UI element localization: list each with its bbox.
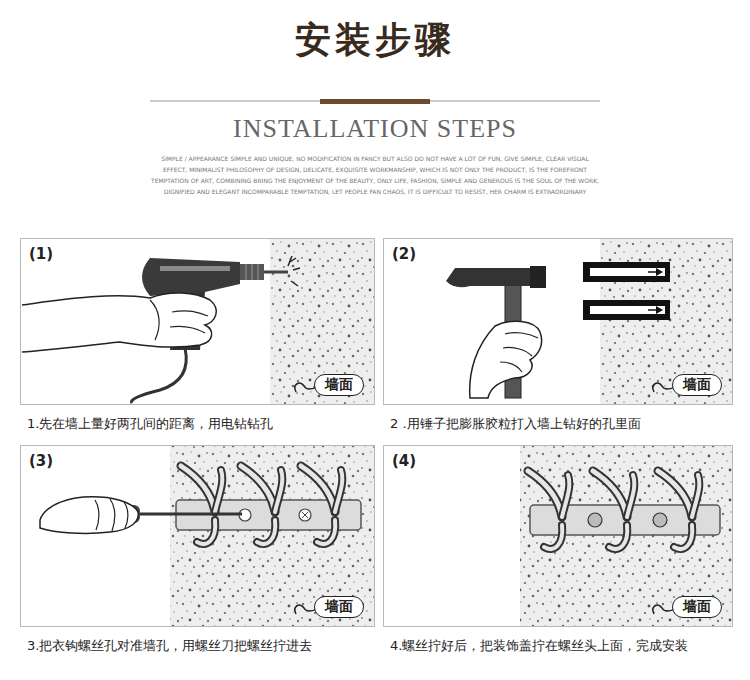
illustration-part xyxy=(246,264,247,280)
wall-label: 墙面 xyxy=(314,596,364,618)
wall-texture xyxy=(270,239,374,404)
illustration-part xyxy=(170,326,205,333)
subtitle: INSTALLATION STEPS xyxy=(0,114,750,144)
illustration-part xyxy=(252,264,253,280)
drill-illustration xyxy=(22,256,300,403)
illustration-part xyxy=(505,333,538,338)
illustration-part xyxy=(653,513,667,527)
hammer-illustration xyxy=(446,266,546,398)
illustration-part xyxy=(590,306,665,314)
illustration-part xyxy=(299,509,311,521)
wall-label: 墙面 xyxy=(672,596,722,618)
step-caption: 4.螺丝拧好后，把装饰盖拧在螺丝头上面，完成安装 xyxy=(390,637,688,655)
anchor-plug xyxy=(583,262,670,320)
coat-rack xyxy=(176,466,361,544)
step-panel: (1)墙面1.先在墙上量好两孔间的距离，用电钻钻孔 xyxy=(20,238,375,405)
illustration-part xyxy=(172,311,208,316)
illustration-part xyxy=(301,466,342,544)
illustration-part xyxy=(590,268,665,276)
illustration-part xyxy=(530,266,546,288)
wall-texture xyxy=(170,446,374,626)
illustration-part xyxy=(110,499,115,531)
illustration-part xyxy=(124,502,128,528)
blurb-text: SIMPLE / APPEARANCE SIMPLE AND UNIQUE, N… xyxy=(150,153,600,197)
illustration-part xyxy=(503,347,532,356)
illustration-part xyxy=(656,268,663,276)
illustration-part xyxy=(95,500,99,530)
step-panel: (4)墙面4.螺丝拧好后，把装饰盖拧在螺丝头上面，完成安装 xyxy=(383,445,733,627)
illustration-part xyxy=(528,471,569,549)
illustration-part xyxy=(302,512,308,518)
illustration-part xyxy=(22,293,216,352)
illustration-part xyxy=(470,321,542,398)
illustration-part xyxy=(40,497,138,534)
illustration-part xyxy=(500,362,522,372)
step-caption: 3.把衣钩螺丝孔对准墙孔，用螺丝刀把螺丝拧进去 xyxy=(27,637,312,655)
step-caption: 1.先在墙上量好两孔间的距离，用电钻钻孔 xyxy=(27,415,273,433)
illustration-part xyxy=(240,264,264,280)
illustration-part xyxy=(588,513,602,527)
illustration-part xyxy=(241,466,282,544)
wall-texture xyxy=(520,446,732,626)
illustration-part xyxy=(258,264,259,280)
step-number: (2) xyxy=(392,245,416,263)
illustration-part xyxy=(288,256,300,286)
step-number: (1) xyxy=(29,245,53,263)
illustration-part xyxy=(132,348,187,403)
illustration-part xyxy=(160,266,230,271)
step-number: (4) xyxy=(392,452,416,470)
illustration-part xyxy=(142,258,240,296)
illustration-part xyxy=(181,466,222,544)
page-title: 安装步骤 xyxy=(0,16,750,65)
illustration-part xyxy=(138,513,242,516)
illustration-part xyxy=(150,300,159,340)
wall-label: 墙面 xyxy=(672,374,722,396)
illustration-part xyxy=(264,271,288,274)
illustration-part xyxy=(583,300,670,320)
step-number: (3) xyxy=(29,452,53,470)
step-panel: (3)墙面3.把衣钩螺丝孔对准墙孔，用螺丝刀把螺丝拧进去 xyxy=(20,445,375,627)
illustration-part xyxy=(583,262,670,282)
illustration-part xyxy=(656,306,663,314)
step-panel: (2)墙面2 .用锤子把膨胀胶粒打入墙上钻好的孔里面 xyxy=(383,238,733,405)
illustration-part xyxy=(593,471,634,549)
header-accent xyxy=(320,99,430,104)
illustration-part xyxy=(658,471,699,549)
coat-rack xyxy=(528,471,720,549)
screwdriver-illustration xyxy=(40,497,242,534)
wall-label: 墙面 xyxy=(314,374,364,396)
step-caption: 2 .用锤子把膨胀胶粒打入墙上钻好的孔里面 xyxy=(390,415,641,433)
